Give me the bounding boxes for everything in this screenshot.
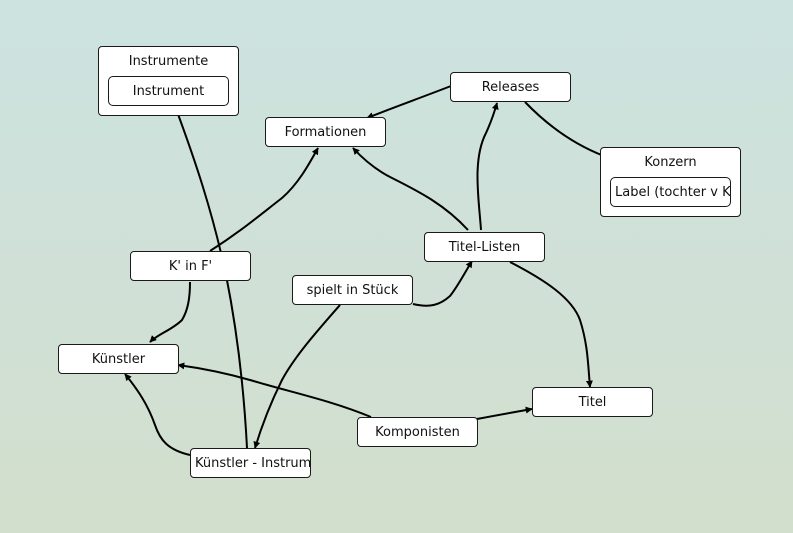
node-releases[interactable]: Releases: [450, 72, 571, 102]
node-instrumente-group[interactable]: Instrumente Instrument: [98, 46, 239, 116]
edge-komponisten-kuenstler: [177, 362, 372, 418]
node-komponisten[interactable]: Komponisten: [357, 417, 478, 447]
edge-titellisten-releases: [476, 102, 499, 231]
node-titel[interactable]: Titel: [532, 387, 653, 417]
edge-titellisten-titel: [509, 261, 593, 388]
node-konzern-title: Konzern: [644, 155, 697, 170]
edge-spielt-kuenstlerinstrument: [253, 304, 341, 449]
node-formationen[interactable]: Formationen: [265, 117, 386, 147]
edge-komponisten-titel: [476, 406, 533, 420]
edge-kuenstlerinstrument-kuenstler: [124, 373, 191, 456]
node-kuenstler-instrument[interactable]: Künstler - Instrument: [190, 448, 311, 478]
edge-kinf-kuenstler: [149, 281, 191, 343]
node-konzern-group[interactable]: Konzern Label (tochter v Konzern): [600, 147, 741, 217]
edge-titellisten-formationen: [352, 147, 469, 231]
node-instrument[interactable]: Instrument: [108, 76, 229, 106]
node-k-in-f[interactable]: K' in F': [130, 251, 251, 281]
node-spielt-in-stueck[interactable]: spielt in Stück: [292, 275, 413, 305]
edge-releases-formationen: [366, 85, 452, 119]
edge-kinf-formationen: [209, 147, 319, 252]
edge-spielt-titellisten: [412, 260, 473, 307]
node-titel-listen[interactable]: Titel-Listen: [424, 232, 545, 262]
node-kuenstler[interactable]: Künstler: [58, 344, 179, 374]
node-label[interactable]: Label (tochter v Konzern): [610, 177, 731, 207]
node-instrumente-title: Instrumente: [128, 54, 209, 69]
